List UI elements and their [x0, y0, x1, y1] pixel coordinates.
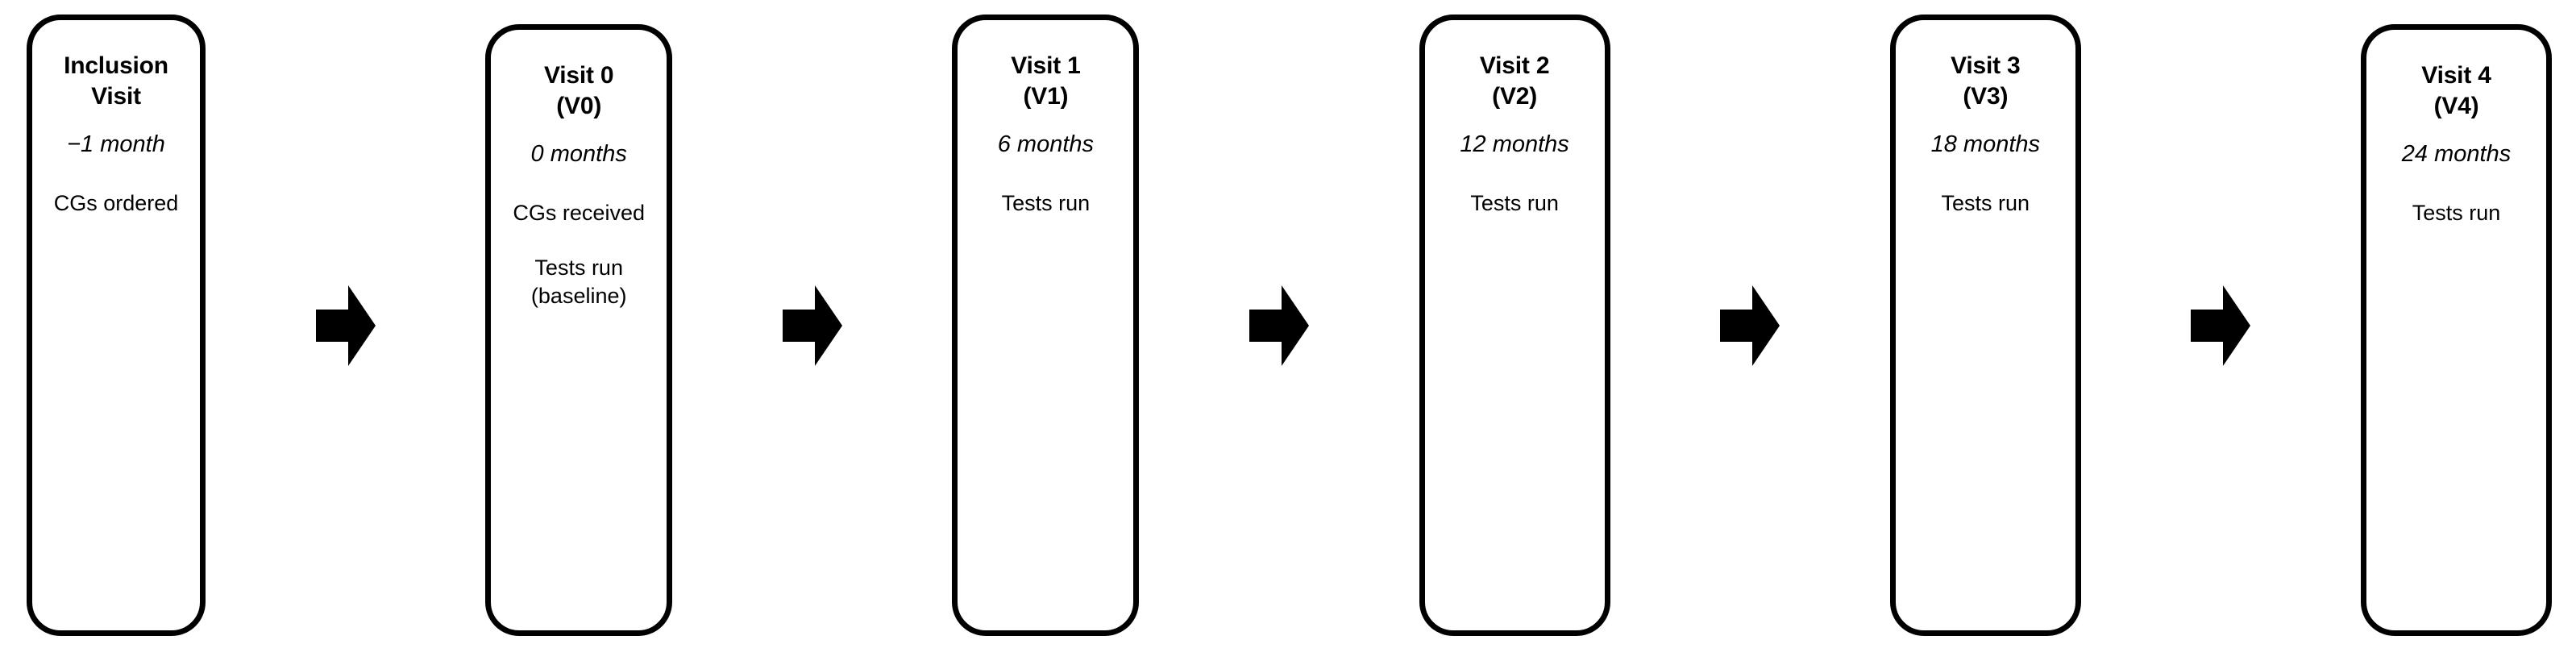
- node-title: Visit 4 (V4): [2421, 62, 2491, 120]
- node-timepoint: 18 months: [1930, 131, 2041, 157]
- connector-arrow-5: [2081, 15, 2361, 636]
- node-detail: Tests run: [1001, 190, 1091, 215]
- node-timepoint: 0 months: [530, 140, 627, 167]
- node-title: Visit 2 (V2): [1479, 52, 1550, 110]
- node-title: Visit 3 (V3): [1951, 52, 2021, 110]
- node-timepoint: 24 months: [2401, 140, 2512, 167]
- flow-node-visit-1[interactable]: Visit 1 (V1) 6 months Tests run: [952, 15, 1140, 636]
- flow-node-visit-2[interactable]: Visit 2 (V2) 12 months Tests run: [1419, 15, 1610, 636]
- right-block-arrow-icon: [2191, 285, 2251, 366]
- right-block-arrow-icon: [1249, 285, 1309, 366]
- node-title: Visit 0 (V0): [543, 62, 614, 120]
- node-title: Visit 1 (V1): [1011, 52, 1081, 110]
- node-detail: CGs ordered: [53, 190, 179, 215]
- right-block-arrow-icon: [782, 285, 842, 366]
- right-block-arrow-icon: [1720, 285, 1780, 366]
- node-detail: CGs received: [513, 200, 645, 225]
- right-block-arrow-icon: [315, 285, 376, 366]
- flow-node-visit-0[interactable]: Visit 0 (V0) 0 months CGs received Tests…: [485, 24, 673, 636]
- node-detail: Tests run (baseline): [530, 256, 627, 308]
- connector-arrow-3: [1139, 15, 1419, 636]
- connector-arrow-1: [206, 15, 485, 636]
- flow-node-inclusion-visit[interactable]: Inclusion Visit −1 month CGs ordered: [27, 15, 206, 636]
- node-timepoint: 6 months: [997, 131, 1095, 157]
- node-detail: Tests run: [1941, 190, 2030, 215]
- flow-node-visit-4[interactable]: Visit 4 (V4) 24 months Tests run: [2361, 24, 2553, 636]
- flow-node-visit-3[interactable]: Visit 3 (V3) 18 months Tests run: [1889, 15, 2081, 636]
- connector-arrow-2: [672, 15, 952, 636]
- connector-arrow-4: [1610, 15, 1890, 636]
- node-detail: Tests run: [1470, 190, 1559, 215]
- node-title: Inclusion Visit: [64, 52, 168, 110]
- node-detail: Tests run: [2412, 200, 2501, 225]
- node-timepoint: 12 months: [1460, 131, 1569, 157]
- node-timepoint: −1 month: [67, 131, 165, 157]
